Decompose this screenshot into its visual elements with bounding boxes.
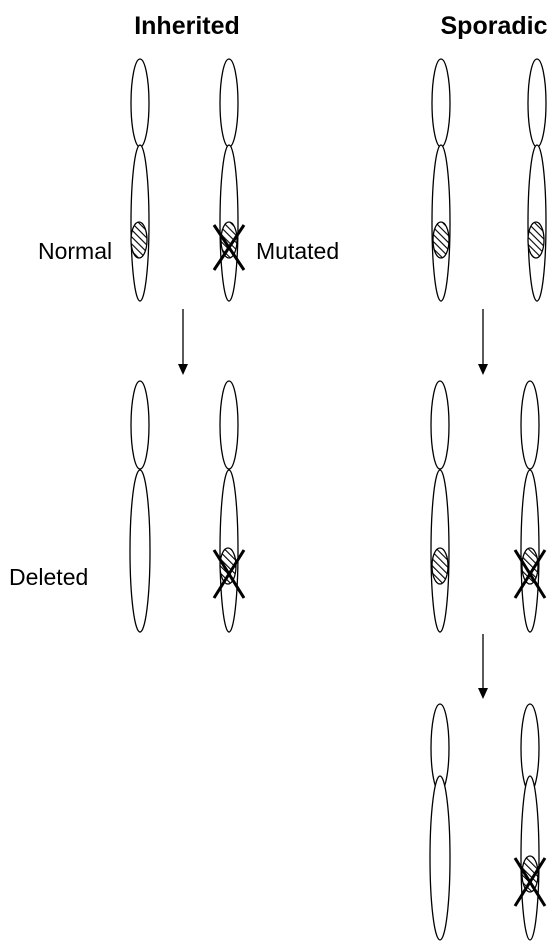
- gene-band: [527, 221, 545, 259]
- label-mutated: Mutated: [256, 238, 339, 264]
- header-inherited: Inherited: [134, 12, 240, 40]
- chromosome-sporadic-normal-b: [527, 58, 547, 302]
- gene-band: [521, 855, 539, 893]
- gene-band: [130, 221, 148, 259]
- chromosome-sporadic-mutated-2: [513, 703, 547, 941]
- chromosome-sporadic-normal-a: [431, 58, 451, 302]
- mutation-x-mark: [212, 224, 246, 271]
- chromosome-inherited-normal: [130, 58, 150, 302]
- chromosome-inherited-mutated-2: [212, 380, 246, 633]
- chromosome-sporadic-mutated: [513, 380, 547, 633]
- gene-band: [219, 547, 237, 585]
- gene-band: [432, 221, 450, 259]
- chromosome-inherited-mutated: [212, 58, 246, 302]
- header-sporadic: Sporadic: [441, 12, 548, 40]
- label-deleted: Deleted: [9, 564, 88, 590]
- arrow-sporadic-1: [478, 309, 488, 375]
- chromosome-inherited-deleted: [129, 380, 151, 633]
- chromosome-sporadic-normal-c: [430, 380, 450, 633]
- mutation-x-mark: [212, 549, 246, 599]
- gene-band: [220, 221, 238, 259]
- mutation-x-mark: [513, 549, 547, 599]
- arrow-sporadic-2: [478, 634, 488, 699]
- gene-band: [521, 547, 539, 585]
- gene-band: [431, 547, 449, 585]
- mutation-x-mark: [513, 857, 547, 907]
- label-normal: Normal: [38, 238, 112, 264]
- arrow-inherited: [178, 309, 188, 375]
- chromosome-sporadic-deleted: [429, 703, 451, 941]
